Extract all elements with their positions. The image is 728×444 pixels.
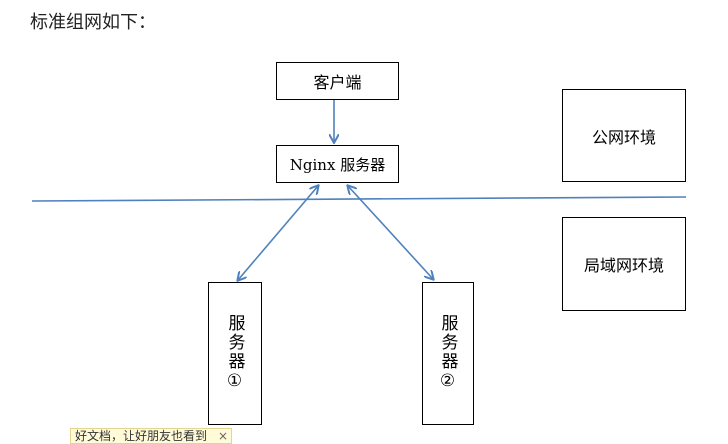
nginx-server-node-label: Nginx 服务器	[289, 155, 386, 174]
arrow-nginx-server1	[238, 186, 318, 280]
close-icon[interactable]: ×	[217, 429, 228, 443]
share-tooltip[interactable]: 好文档，让好朋友也看到 ×	[70, 428, 232, 444]
server-1-node: 服务器①	[208, 282, 262, 425]
nginx-server-node: Nginx 服务器	[276, 145, 399, 183]
page-heading: 标准组网如下：	[30, 12, 156, 33]
client-node: 客户端	[276, 62, 399, 100]
arrow-nginx-server2	[348, 186, 433, 279]
public-network-zone: 公网环境	[562, 89, 686, 182]
server-2-node: 服务器②	[422, 282, 474, 425]
server-2-node-label: 服务器②	[437, 314, 458, 393]
client-node-label: 客户端	[313, 73, 362, 92]
lan-zone-label: 局域网环境	[583, 256, 664, 275]
share-tooltip-text: 好文档，让好朋友也看到	[75, 429, 208, 443]
public-network-zone-label: 公网环境	[591, 127, 656, 147]
server-1-node-label: 服务器①	[224, 314, 245, 393]
lan-zone: 局域网环境	[562, 217, 686, 311]
